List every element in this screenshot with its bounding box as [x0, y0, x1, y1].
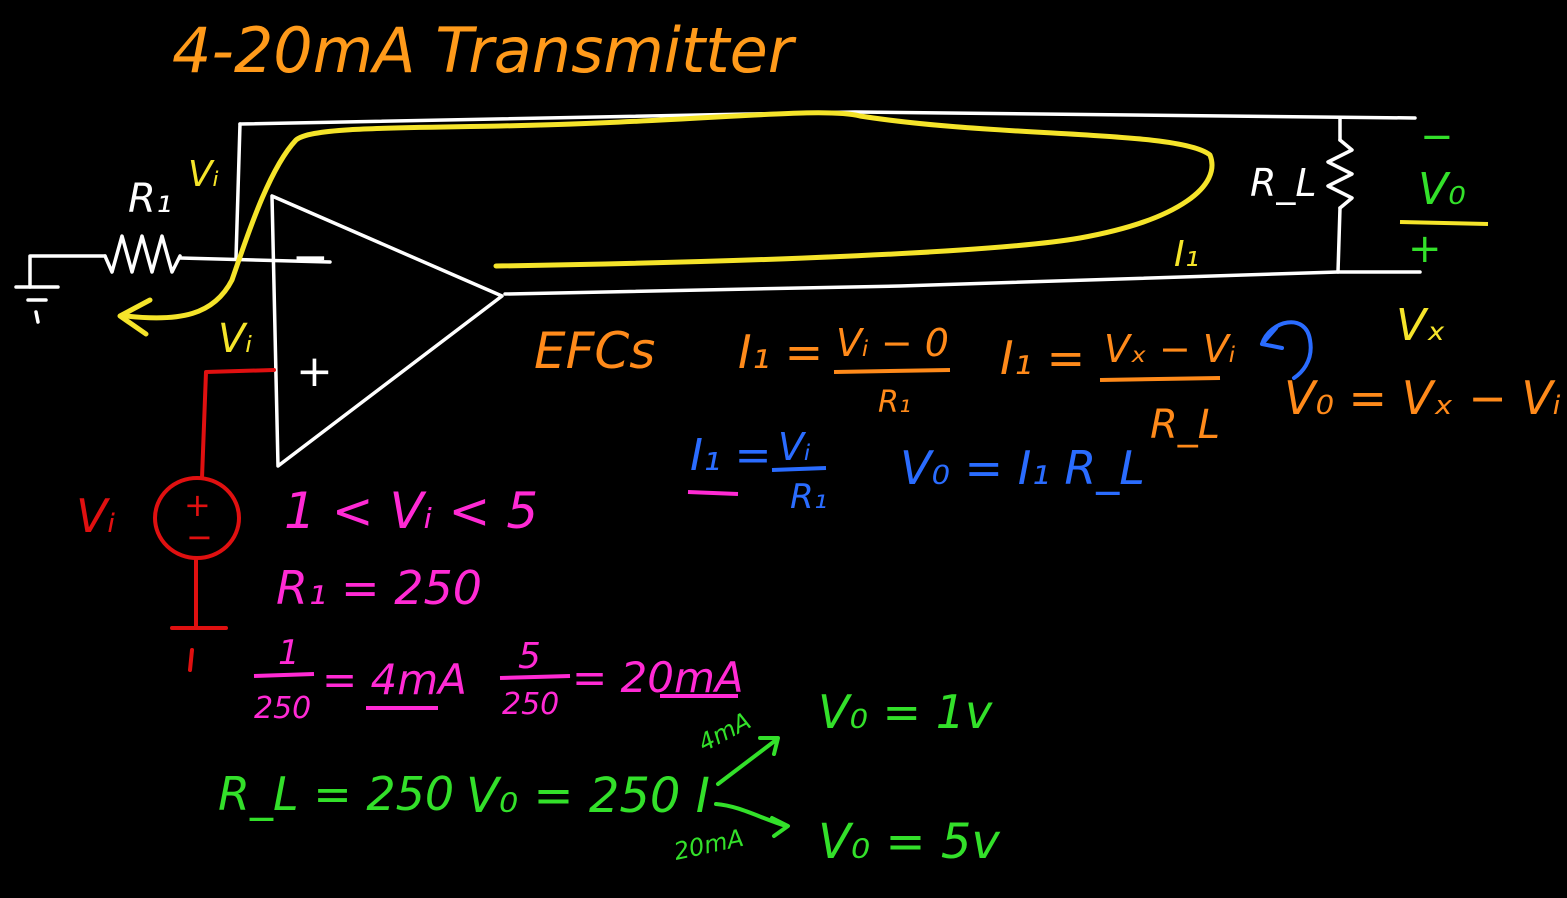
wire-feedback-vertical	[234, 122, 242, 260]
wire-source-to-plus	[200, 368, 276, 480]
eq-i1-orange-num: Vᵢ − 0	[836, 321, 949, 365]
resistor-r1	[103, 234, 182, 274]
branch-low-result: V₀ = 1v	[818, 685, 993, 739]
eq-frac2-den: 250	[502, 687, 559, 722]
eq-i1-blue-bar	[771, 466, 827, 472]
ground-source-icon	[170, 626, 228, 672]
label-vi-plus-input: Vᵢ	[218, 316, 253, 362]
eq-vo-green: V₀ = 250 I	[466, 768, 710, 824]
eq-i1-blue: I₁ =	[690, 430, 771, 481]
eq-i1-orange-den: R₁	[878, 385, 911, 420]
eq-vo-blue: V₀ = I₁ R_L	[900, 441, 1145, 495]
branch-high-label: 20mA	[671, 824, 746, 866]
eq-frac1-result: = 4mA	[322, 655, 467, 704]
vo-fraction-bar	[1399, 220, 1489, 226]
eq-frac2-result: = 20mA	[572, 653, 744, 702]
eq-i1-blue-num: Vᵢ	[778, 425, 811, 469]
label-source-minus: −	[186, 518, 213, 556]
circuit-wires	[14, 110, 1422, 468]
label-source-plus: +	[184, 486, 211, 524]
eq-i1-orange: I₁ =	[738, 325, 823, 379]
eq-i1-blue-den: R₁	[790, 477, 827, 517]
branch-arrow-low-icon	[716, 736, 780, 786]
label-opamp-minus: −	[292, 232, 329, 283]
wire-output-rail	[503, 270, 1422, 296]
eq-i1-orange-2: I₁ =	[1000, 331, 1085, 385]
eq-rl-value: R_L = 250	[218, 767, 454, 821]
eq-frac1-bar	[253, 672, 315, 678]
wire-top-rail	[238, 110, 1417, 126]
voltage-source	[153, 368, 276, 672]
eq-i1-orange-2-num: Vₓ − Vᵢ	[1104, 327, 1236, 371]
branch-high-result: V₀ = 5v	[818, 814, 1000, 870]
eq-i1-orange-bar	[833, 368, 951, 374]
current-arrowhead-icon	[117, 297, 153, 337]
resistor-rl	[1326, 138, 1354, 210]
wire-rl-bottom	[1336, 206, 1342, 274]
label-vo-minus: −	[1420, 114, 1454, 160]
label-vi-top: Vᵢ	[188, 154, 219, 195]
ground-left-icon	[14, 285, 60, 324]
eq-efcs: EFCs	[534, 322, 655, 380]
eq-frac2-num: 5	[518, 636, 541, 677]
label-i1-loop: I₁	[1174, 234, 1199, 275]
current-loop	[117, 110, 1215, 337]
current-loop-path	[123, 110, 1215, 321]
curl-arrow-icon	[1260, 320, 1313, 380]
label-rl: R_L	[1250, 161, 1317, 205]
eq-r1-value: R₁ = 250	[276, 561, 482, 615]
eq-i1-orange-2-bar	[1099, 376, 1221, 382]
label-opamp-plus: +	[296, 346, 333, 397]
branch-arrow-high-icon	[714, 802, 790, 838]
eq-frac1-num: 1	[278, 633, 300, 673]
label-vo-plus: +	[1408, 226, 1442, 272]
eq-range: 1 < Vᵢ < 5	[284, 482, 538, 540]
label-vx: Vₓ	[1396, 300, 1446, 351]
eq-frac1-den: 250	[254, 691, 311, 726]
page-title: 4-20mA Transmitter	[172, 14, 797, 87]
opamp-triangle	[270, 194, 504, 468]
branch-low-label: 4mA	[694, 707, 756, 758]
eq-i1-orange-2-den: R_L	[1150, 402, 1220, 448]
eq-i1-blue-underline	[687, 490, 739, 496]
wire-r1-to-inverting	[178, 256, 332, 264]
label-r1: R₁	[128, 176, 172, 222]
wire-ground-to-r1	[28, 254, 107, 289]
label-source-vi: Vᵢ	[76, 489, 116, 543]
label-vo: V₀	[1418, 164, 1466, 215]
eq-frac2-bar	[499, 674, 571, 680]
eq-vo-orange: V₀ = Vₓ − Vᵢ	[1284, 371, 1561, 425]
